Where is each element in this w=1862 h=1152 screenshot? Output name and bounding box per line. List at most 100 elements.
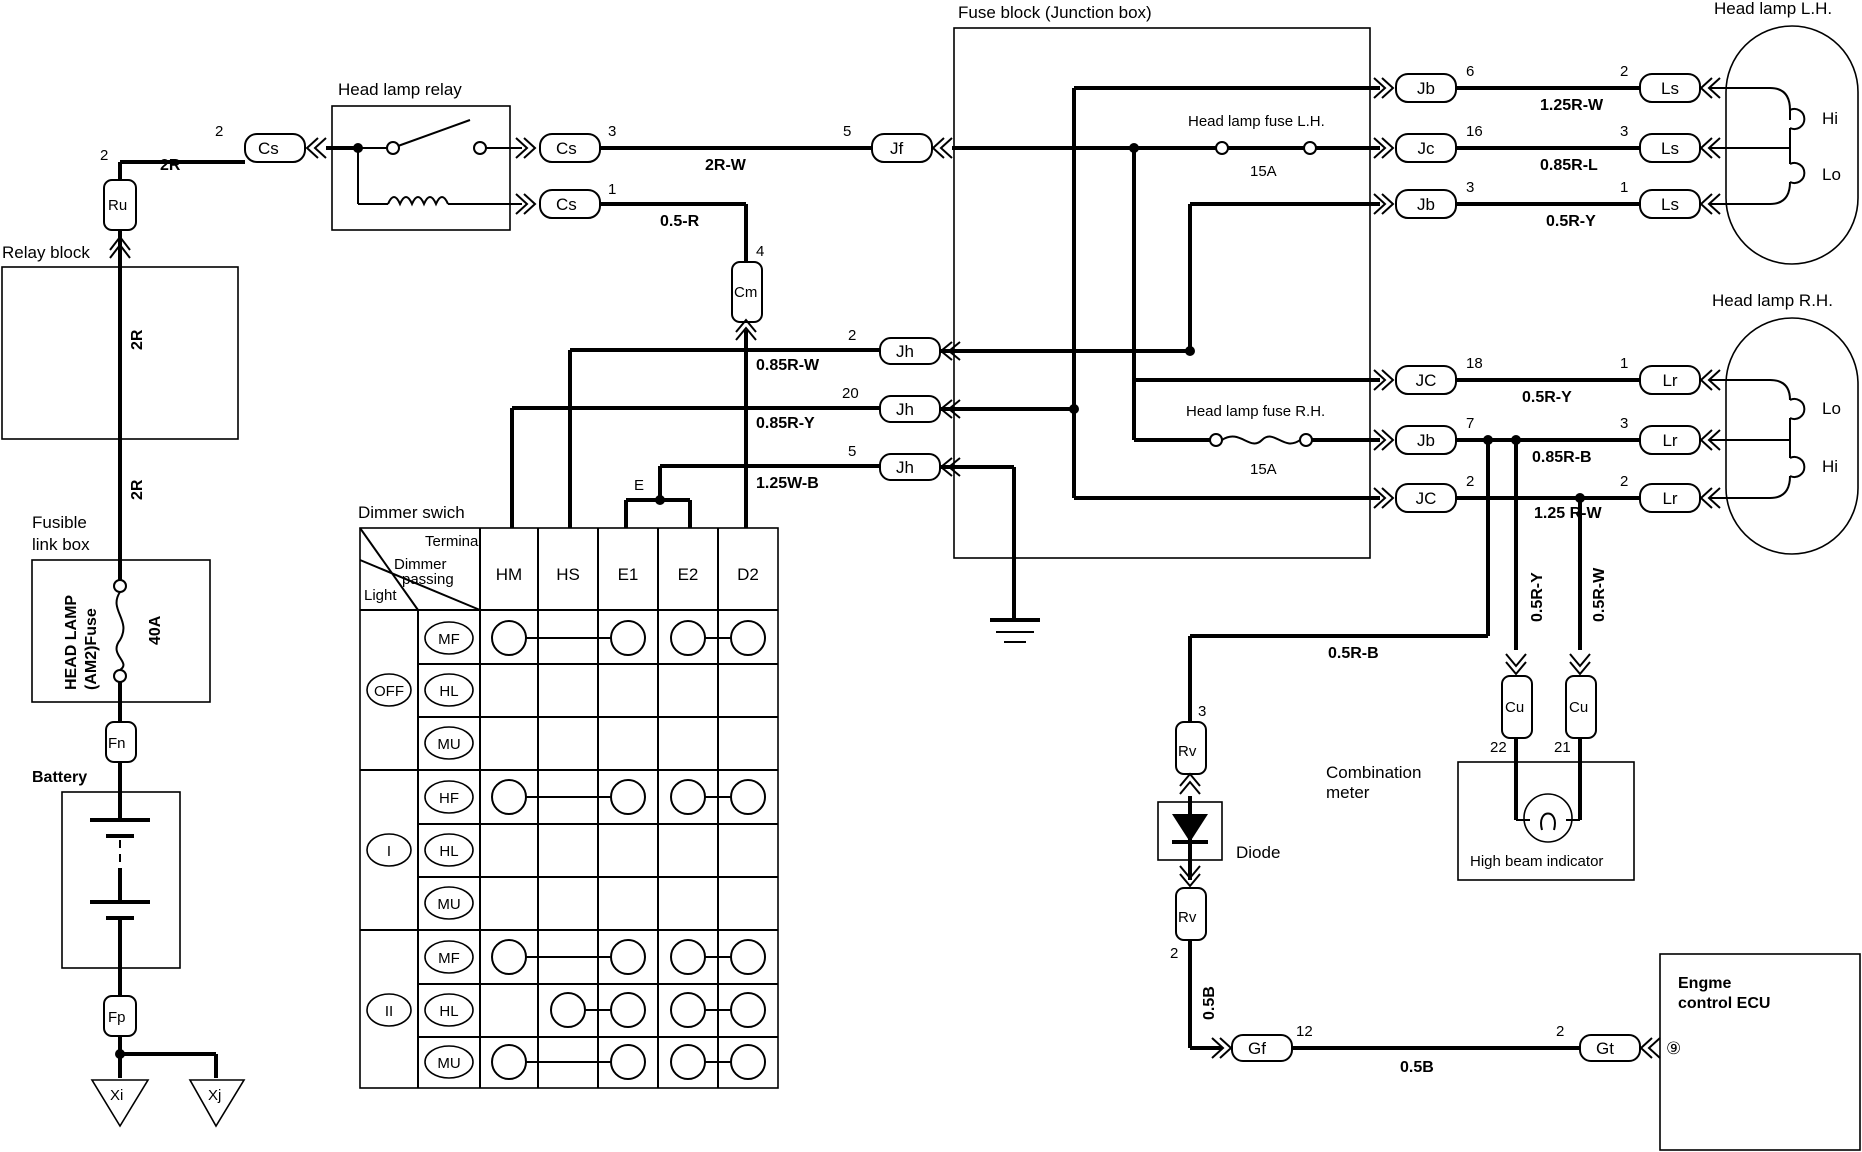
- wire-label-2r-relay: 2R: [129, 329, 146, 350]
- row-1-junction-label: Jc: [1418, 139, 1436, 158]
- pin-rv-2: 2: [1170, 945, 1178, 962]
- connector-cs-1-label: Cs: [556, 195, 577, 214]
- lo-label-rh: Lo: [1822, 399, 1841, 418]
- pin-cs-3: 3: [608, 123, 616, 140]
- dimmer-row-1-0-label: HF: [439, 790, 459, 807]
- connector-ru-label: Ru: [108, 197, 127, 214]
- dimmer-row-0-2-badge: [424, 726, 474, 760]
- fuse-rh-15a: 15A: [1250, 461, 1277, 478]
- dimmer-row-2-2-badge: [424, 1045, 474, 1079]
- row-3-wire-label: 0.5R-Y: [1522, 389, 1572, 406]
- row-2-lamp-label: Ls: [1661, 195, 1679, 214]
- wire-label-125-r-w: 1.25 R-W: [1534, 505, 1602, 522]
- wire-label-2r-fuse: 2R: [129, 479, 146, 500]
- head-lamp-rh-label: Head lamp R.H.: [1712, 291, 1833, 310]
- row-1-wire-label: 0.85R-L: [1540, 157, 1598, 174]
- dimmer-row-1-2-badge: [424, 886, 474, 920]
- dimmer-group-2-label: II: [385, 1003, 393, 1020]
- row-1-arrow-out: [1699, 137, 1721, 159]
- connector-rv-top-label: Rv: [1178, 743, 1197, 760]
- row-1-arrow-in: [1373, 137, 1395, 159]
- dimmer-col-d2: D2: [737, 565, 759, 584]
- relay-coil: [387, 196, 449, 207]
- relay-block-label: Relay block: [2, 243, 90, 262]
- dimmer-contact-3-3: [670, 992, 706, 1028]
- dimmer-contact-0-4: [730, 620, 766, 656]
- dimmer-contact-4-4: [730, 1044, 766, 1080]
- fuse-lh-15a: 15A: [1250, 163, 1277, 180]
- dimmer-row-2-0-badge: [424, 940, 474, 974]
- row-2-junction-label: Jb: [1417, 195, 1435, 214]
- row-4-junction-pin: 7: [1466, 415, 1474, 432]
- row-3-lamp-label: Lr: [1662, 371, 1677, 390]
- dimmer-contact-3-1: [550, 992, 586, 1028]
- row-4-lamp-pin: 3: [1620, 415, 1628, 432]
- pin-cs-1: 1: [608, 181, 616, 198]
- dimmer-contact-1-4: [730, 779, 766, 815]
- dimmer-row-2-0-label: MF: [438, 950, 460, 967]
- ecu-box: [1659, 953, 1861, 1151]
- dimmer-contact-4-2: [610, 1044, 646, 1080]
- battery-label: Battery: [32, 769, 87, 786]
- wire-label-05r-b: 0.5R-B: [1328, 645, 1379, 662]
- connector-cs-left-label: Cs: [258, 139, 279, 158]
- dimmer-row-1-2-label: MU: [437, 896, 460, 913]
- pin-rv-3: 3: [1198, 703, 1206, 720]
- row-4-arrow-out: [1699, 429, 1721, 451]
- row-5-arrow-out: [1699, 487, 1721, 509]
- pin-jh-20: 20: [842, 385, 859, 402]
- dimmer-row-1-0-badge: [424, 780, 474, 814]
- head-lamp-lh-label: Head lamp L.H.: [1714, 0, 1832, 18]
- wire-label-085r-w: 0.85R-W: [756, 357, 820, 374]
- head-lamp-rh-body: [1725, 317, 1859, 555]
- fuse-rh-symbol: [1221, 435, 1301, 445]
- pin-ru: 2: [100, 147, 108, 164]
- pin-jh-2: 2: [848, 327, 856, 344]
- row-1-junction-pin: 16: [1466, 123, 1483, 140]
- wire-label-05r-y-v: 0.5R-Y: [1529, 572, 1546, 622]
- fuse-block: Fuse block (Junction box) Head lamp fuse…: [940, 3, 1380, 643]
- dimmer-contact-0-0: [491, 620, 527, 656]
- dimmer-col-e2: E2: [678, 565, 699, 584]
- pin-jf: 5: [843, 123, 851, 140]
- wire-label-05b-h: 0.5B: [1400, 1059, 1434, 1076]
- head-lamp-relay-label: Head lamp relay: [338, 80, 462, 99]
- dimmer-row-1-1-label: HL: [439, 843, 458, 860]
- dimmer-contact-2-0: [491, 939, 527, 975]
- wire-label-2r-w: 2R-W: [705, 157, 747, 174]
- ecu-label-2: control ECU: [1678, 995, 1770, 1012]
- ground-xj-label: Xj: [208, 1087, 221, 1104]
- row-3-junction-label: JC: [1416, 371, 1437, 390]
- diode-label: Diode: [1236, 843, 1280, 862]
- head-lamp-rh: Head lamp R.H. Lo Hi: [1710, 291, 1859, 555]
- row-2-arrow-out: [1699, 193, 1721, 215]
- pin-cu-21: 21: [1554, 739, 1571, 756]
- dimmer-row-2-1-badge: [424, 993, 474, 1027]
- dimmer-contact-3-2: [610, 992, 646, 1028]
- dimmer-contact-2-4: [730, 939, 766, 975]
- row-3-lamp-pin: 1: [1620, 355, 1628, 372]
- dimmer-contact-1-3: [670, 779, 706, 815]
- fuse-block-box: [953, 27, 1371, 559]
- indicator-section: 0.5R-B 0.5R-Y 0.5R-W 1.25 R-W Cu Cu 22 2…: [1157, 435, 1861, 1151]
- connector-fn: [105, 721, 137, 763]
- dimmer-row-1-1-badge: [424, 833, 474, 867]
- pin-cu-22: 22: [1490, 739, 1507, 756]
- wire-label-125w-b: 1.25W-B: [756, 475, 819, 492]
- row-0-wire-label: 1.25R-W: [1540, 97, 1604, 114]
- ecu-label-1: Engme: [1678, 975, 1731, 992]
- dimmer-group-2-badge: [366, 993, 412, 1027]
- fuse-name-2: (AM2)Fuse: [83, 608, 100, 690]
- dimmer-contact-0-3: [670, 620, 706, 656]
- relay-output-wires: 2R-W 5 Jf 0.5-R 4 Cm: [600, 123, 953, 528]
- fusible-link-label-1: Fusible: [32, 513, 87, 532]
- ecu-terminal: ⑨: [1666, 1039, 1681, 1058]
- high-beam-bulb: [1523, 793, 1573, 843]
- wire-label-05-r: 0.5-R: [660, 213, 700, 230]
- ground-xi: [90, 1079, 150, 1128]
- fuse-block-label: Fuse block (Junction box): [958, 3, 1152, 22]
- dimmer-row-0-1-badge: [424, 673, 474, 707]
- dimmer-row-0-2-label: MU: [437, 736, 460, 753]
- connector-cu-22-label: Cu: [1505, 699, 1524, 716]
- row-0-arrow-out: [1699, 77, 1721, 99]
